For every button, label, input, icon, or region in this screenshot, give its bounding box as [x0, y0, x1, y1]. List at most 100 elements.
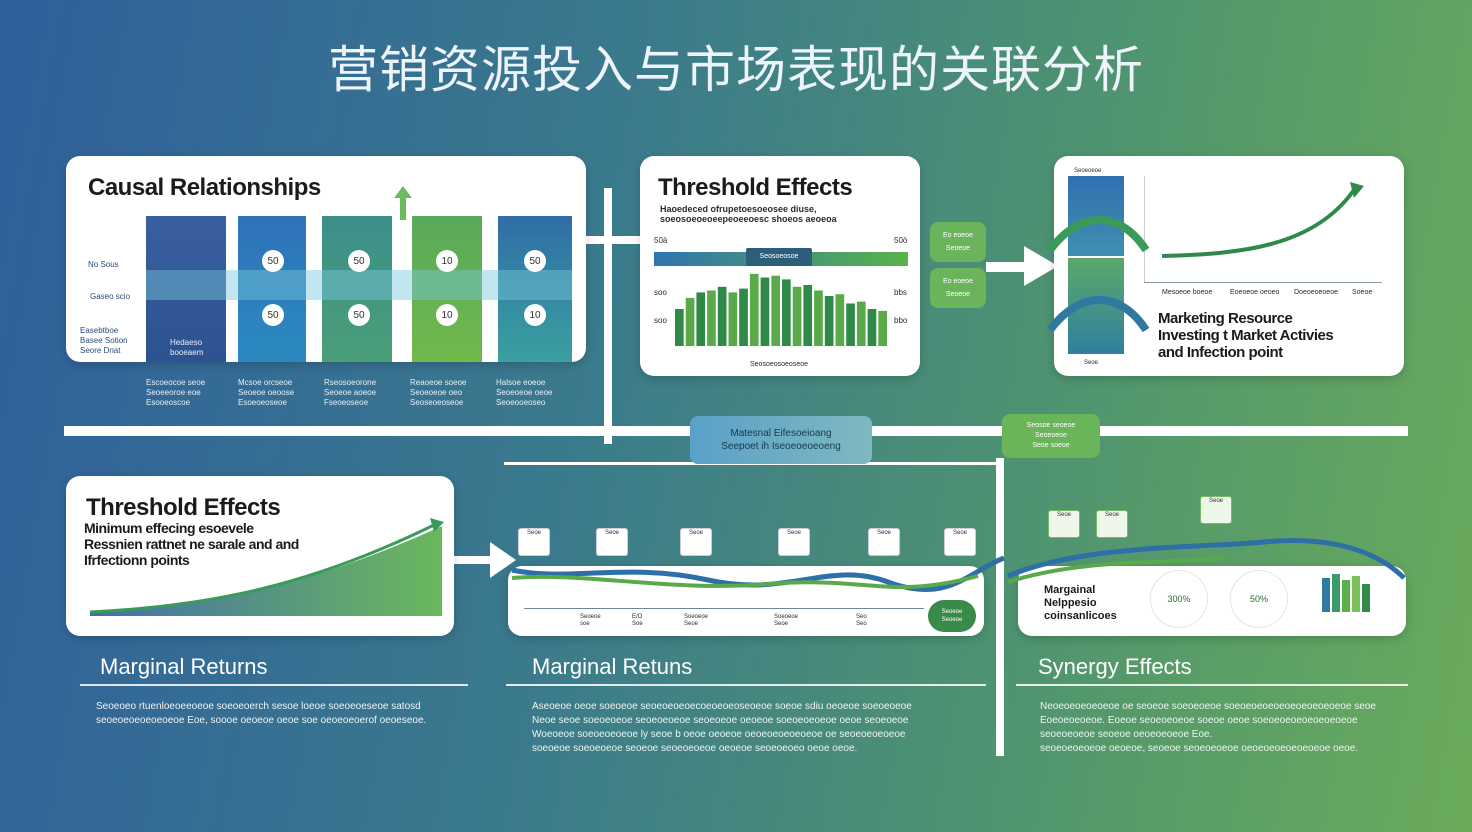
marketing-legend-item: Doeoeoeoeoe	[1294, 289, 1338, 296]
threshold-bar	[696, 292, 706, 346]
threshold-bar	[782, 279, 791, 346]
section-body: Seoeoeo rtuenloeoeeoeoe soeoeoerch sesoe…	[96, 701, 427, 726]
synergy-card: Margainal Nelppesio coinsanlicoes	[1018, 566, 1406, 636]
causal-bar-label: Hedaeso booeaem	[170, 338, 204, 357]
threshold-bar	[739, 288, 748, 346]
threshold-bar	[792, 286, 802, 346]
threshold-bar	[824, 296, 834, 346]
causal-caption: Escoeocoe seoe Seoeeoroe eoe Esooeoscoe	[146, 378, 206, 407]
causal-knob: 50	[348, 250, 370, 272]
threshold-top-ylabel: 50ö	[894, 236, 908, 245]
connector-top-link	[584, 236, 640, 244]
section-body: Neoeoeoeoeoeoe oe seoeoe soeoeoeoe soeoe…	[1040, 701, 1376, 754]
marketing-legend-item: Soeoe	[1352, 289, 1373, 296]
causal-side-label: No Sous	[88, 260, 119, 269]
threshold-bar	[835, 294, 845, 346]
timeline-mark: Seoeoe soe	[580, 614, 601, 627]
threshold-bar	[771, 275, 780, 346]
section-rule	[506, 684, 986, 686]
synergy-tag: Seoe	[1096, 510, 1128, 538]
causal-knob: 10	[524, 304, 546, 326]
marketing-stack-label: Seoe	[1084, 360, 1099, 366]
timeline-badge: Seoeoe Seoeoe	[928, 600, 976, 632]
causal-knob: 10	[436, 304, 458, 326]
arrow-right-icon	[1024, 246, 1058, 286]
threshold-top-ylabel: bbo	[894, 316, 908, 325]
causal-side-label: Gaseo scio	[90, 292, 131, 301]
threshold-bar	[685, 297, 695, 346]
timeline-mark: E/O Soe	[632, 614, 643, 627]
threshold-bottom-card: Threshold Effects Minimum effecing esoev…	[66, 476, 454, 636]
threshold-top-heading: Threshold Effects	[658, 174, 853, 201]
threshold-bar	[846, 303, 855, 346]
mini-pill: Eo eoeoe Seoeoe	[930, 222, 986, 262]
marketing-heading: Marketing Resource Investing t Market Ac…	[1158, 310, 1334, 361]
causal-knob: 50	[262, 304, 284, 326]
timeline-axis	[524, 608, 924, 609]
synergy-bubble: 300%	[1150, 570, 1208, 628]
threshold-bar	[717, 286, 727, 346]
threshold-bar	[675, 309, 684, 346]
threshold-top-banner: Seosoeosoe	[746, 248, 812, 266]
synergy-bubble: 50%	[1230, 570, 1288, 628]
section-heading-marginal-2: Marginal Retuns	[532, 654, 693, 679]
section-heading-synergy: Synergy Effects	[1038, 654, 1192, 679]
threshold-top-xlabel: Seosoeosoeoseoe	[750, 361, 808, 368]
threshold-bar	[814, 290, 823, 346]
causal-column	[412, 216, 482, 362]
threshold-bar	[878, 310, 887, 346]
timeline-tag: Seoe	[868, 528, 900, 556]
causal-heading: Causal Relationships	[88, 174, 321, 201]
connector-arrow-right	[986, 262, 1032, 272]
threshold-bar	[707, 290, 716, 346]
connector-vertical-right	[996, 458, 1004, 756]
marketing-y-axis	[1144, 176, 1145, 282]
marketing-legend-item: Mesoeoe boeoe	[1162, 289, 1213, 296]
arrow-up-icon	[394, 186, 412, 220]
threshold-bottom-area-chart	[90, 518, 444, 616]
timeline-tag: Seoe	[596, 528, 628, 556]
causal-knob: 50	[262, 250, 284, 272]
marketing-stack-top	[1068, 176, 1124, 256]
threshold-bar	[760, 277, 770, 346]
causal-caption: Halsoe eoeoe Seoeoeoe oeoe Seoeooeoseo	[496, 378, 553, 407]
wave-decoration	[1046, 216, 1150, 333]
synergy-tag: Seoe	[1200, 496, 1232, 524]
synergy-label: Margainal Nelppesio coinsanlicoes	[1044, 584, 1117, 622]
marketing-card: Seoeoeoe Seoe Mesoeoe boeoe Eoeoeoe oeoe…	[1054, 156, 1404, 376]
timeline-tag: Seoe	[944, 528, 976, 556]
threshold-top-ylabel: bbs	[894, 288, 907, 297]
section-body: Aseoeoe oeoe soeoeoe seoeoeoeoecoeoeoeos…	[532, 701, 912, 754]
causal-knob: 10	[436, 250, 458, 272]
section-heading-marginal: Marginal Returns	[100, 654, 268, 679]
marketing-x-axis	[1144, 282, 1382, 283]
marketing-growth-curve	[1161, 182, 1364, 258]
causal-caption: Reaoeoe soeoe Seoeoeoe oeo Seoseoeoseoe	[410, 378, 467, 407]
causal-side-label: Easebtboe Basee Sotion Seore Dnat	[80, 326, 128, 355]
causal-knob: 50	[348, 304, 370, 326]
timeline-tag: Seoe	[680, 528, 712, 556]
causal-column	[146, 216, 226, 362]
timeline-mark: Seo Seo	[856, 614, 867, 627]
causal-knob: 50	[524, 250, 546, 272]
marketing-stack-label: Seoeoeoe	[1074, 168, 1102, 174]
threshold-top-card: Threshold Effects Haoedeced ofrupetoesoe…	[640, 156, 920, 376]
causal-band	[146, 270, 572, 300]
threshold-top-subtitle: Haoedeced ofrupetoesoeosee diuse, soeoso…	[660, 204, 837, 224]
page-title: 营销资源投入与市场表现的关联分析	[328, 41, 1144, 99]
threshold-bar	[856, 301, 866, 346]
right-pill: Seosoe seoeoe Seoeoeoe Seoe soeoe	[1002, 414, 1100, 458]
threshold-bar	[803, 285, 813, 346]
timeline-wave	[511, 555, 1005, 592]
threshold-bottom-subtitle: Minimum effecing esoevele Ressnien rattn…	[84, 520, 299, 568]
threshold-top-ylabel: soo	[654, 288, 667, 297]
causal-caption: Rseosoeorone Seoeoe aoeoe Fseoeoseoe	[324, 378, 377, 407]
center-pill: Matesnal Eifesoeioang Seepoet ih Iseoeoe…	[690, 416, 872, 464]
timeline-mark: Soeoeoe Seoe	[684, 614, 709, 627]
marketing-legend-item: Eoeoeoe oeoeo	[1230, 289, 1280, 296]
threshold-bar	[749, 273, 759, 346]
connector-vertical-left	[604, 188, 612, 444]
causal-column	[498, 216, 572, 362]
threshold-top-ylabel: soo	[654, 316, 667, 325]
timeline-tag: Seoe	[778, 528, 810, 556]
